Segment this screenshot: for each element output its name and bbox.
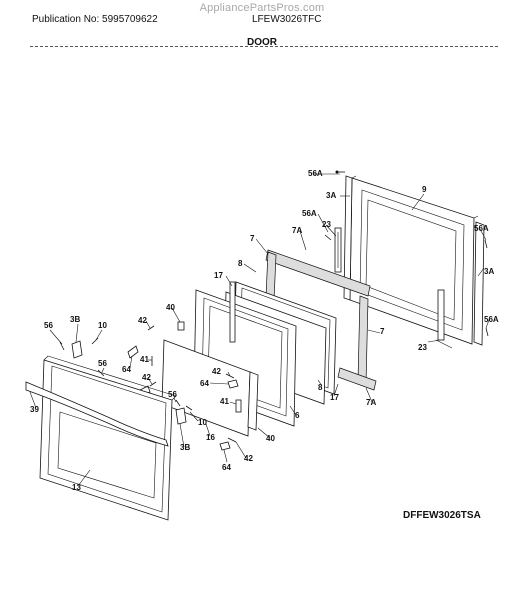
callout-64-b: 64	[200, 379, 209, 388]
hinge-lower	[435, 289, 453, 349]
clip-42-d	[227, 437, 237, 443]
callout-10-top: 10	[98, 321, 107, 330]
clip-64-d	[219, 441, 231, 451]
callout-3a-right: 3A	[484, 267, 494, 276]
callout-10-low: 10	[198, 418, 207, 427]
callout-8-top: 8	[238, 259, 243, 268]
bracket-40-bottom	[247, 371, 259, 431]
diagram-code: DFFEW3026TSA	[403, 510, 481, 521]
clip-64-a	[127, 345, 139, 359]
callout-42-b: 42	[142, 373, 151, 382]
callout-42-d: 42	[244, 454, 253, 463]
callout-3a-top: 3A	[326, 191, 336, 200]
outer-door-panel	[39, 355, 177, 521]
section-title: DOOR	[247, 37, 277, 48]
side-channel-left	[343, 175, 353, 301]
callout-64-a: 64	[122, 365, 131, 374]
frame-bracket-17	[229, 281, 236, 343]
callout-17-bottom: 17	[330, 393, 339, 402]
callout-7a-top: 7A	[292, 226, 302, 235]
callout-56-low: 56	[168, 390, 177, 399]
inner-door-liner	[349, 175, 479, 345]
callout-40-top: 40	[166, 303, 175, 312]
callout-40-bottom: 40	[266, 434, 275, 443]
callout-64-c: 64	[222, 463, 231, 472]
bracket-40-top	[177, 321, 185, 331]
screw-10-low	[185, 405, 193, 411]
callout-7-left: 7	[250, 234, 255, 243]
callout-9: 9	[422, 185, 427, 194]
callout-3b-bottom: 3B	[180, 443, 190, 452]
callout-42-c: 42	[212, 367, 221, 376]
screw-56a-top	[335, 170, 345, 174]
callout-13: 13	[72, 483, 81, 492]
callout-3b-top: 3B	[70, 315, 80, 324]
watermark: AppliancePartsPros.com	[199, 2, 325, 14]
callout-41-b: 41	[220, 397, 229, 406]
screw-56-mid	[97, 369, 105, 377]
screw-56-low	[175, 399, 181, 407]
clip-42-a	[147, 325, 155, 331]
callout-16: 16	[206, 433, 215, 442]
callout-7-right: 7	[380, 327, 385, 336]
clip-42-b	[149, 381, 157, 387]
callout-41-a: 41	[140, 355, 149, 364]
callout-56a-top: 56A	[308, 169, 323, 178]
clip-64-c	[227, 379, 239, 389]
callout-39: 39	[30, 405, 39, 414]
callout-56a-right-low: 56A	[484, 315, 499, 324]
callout-6: 6	[295, 411, 300, 420]
leader-lines	[29, 173, 490, 487]
gasket-top-7a	[265, 249, 371, 297]
hinge-receiver-3b-bottom	[175, 407, 187, 425]
screw-56-left	[59, 341, 65, 351]
clip-41-b	[235, 399, 242, 413]
callout-labels: 56A 3A 9 56A 23 7A 7 56A 3A 8 17 56A 7 2…	[30, 169, 499, 492]
door-handle	[25, 381, 169, 447]
callout-23-bottom: 23	[418, 343, 427, 352]
screw-10-top	[91, 337, 99, 345]
hinge-upper	[334, 227, 342, 273]
callout-56-mid: 56	[98, 359, 107, 368]
header-rule	[30, 46, 498, 47]
callout-8-bottom: 8	[318, 383, 323, 392]
gasket-bottom-7a	[337, 367, 377, 391]
callout-23-top: 23	[322, 220, 331, 229]
model-number: LFEW3026TFC	[252, 14, 322, 25]
screw-56a-mid	[324, 234, 332, 241]
screw-56a-right-low	[485, 327, 489, 337]
callout-56-left: 56	[44, 321, 53, 330]
publication-number: Publication No: 5995709622	[32, 14, 158, 25]
callout-17-left: 17	[214, 271, 223, 280]
side-channel-right	[473, 221, 485, 346]
callout-56a-mid: 56A	[302, 209, 317, 218]
callout-56a-right: 56A	[474, 224, 489, 233]
callout-42-a: 42	[138, 316, 147, 325]
gasket-left-7	[265, 251, 277, 301]
screw-56a-right	[484, 239, 488, 249]
hinge-receiver-3b-top	[71, 340, 83, 359]
callout-7a-bottom: 7A	[366, 398, 376, 407]
gasket-right-7	[357, 295, 369, 385]
